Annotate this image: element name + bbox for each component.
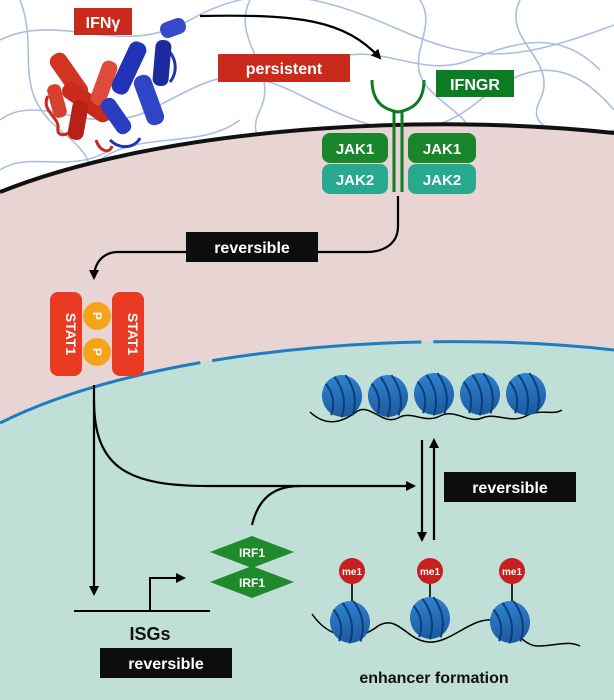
jak1-left-label: JAK1 [336,141,374,158]
ifngr-label-box [436,70,514,97]
reversible-chromatin-label: reversible [472,480,548,497]
jak2-left-label: JAK2 [336,172,374,189]
me1-label-1: me1 [342,567,362,578]
stat-to-enhancer-arrow [92,399,416,491]
me1-mark-1 [339,558,365,584]
reversible-isgs-box [100,648,232,678]
jak2-left [322,164,388,194]
phospho-top-label: P [90,312,104,320]
jak2-right [408,164,476,194]
irf1-dimer [210,536,294,598]
persistent-box [218,54,350,82]
stat1-dimer [50,292,144,376]
persistent-label: persistent [246,61,323,78]
plasma-membrane [0,122,614,194]
isgs-label: ISGs [129,624,170,644]
me1-mark-2 [417,558,443,584]
jak-to-stat-arrow [89,196,400,280]
ifn-gamma-protein [44,18,186,153]
me1-label-2: me1 [420,567,440,578]
phospho-bottom-label: P [90,348,104,356]
jak1-right [408,133,476,163]
jak2-right-label: JAK2 [423,172,461,189]
jak1-left [322,133,388,163]
jak1-right-label: JAK1 [423,141,461,158]
enhancer-formation-label: enhancer formation [359,670,508,687]
nucleosomes-open [329,596,531,644]
reversible-membrane-box [186,232,318,262]
ifngr-label: IFNGR [450,77,500,94]
ifn-gamma-label: IFNγ [86,15,121,32]
reversible-membrane-label: reversible [214,240,290,257]
irf1-top-label: IRF1 [239,546,265,560]
ifn-gamma-label-box [74,8,132,35]
me1-stalks [351,582,513,604]
isg-gene [74,573,210,612]
stat1-right-label: STAT1 [125,313,141,355]
nucleosomes-closed [321,372,547,418]
nuclear-envelope [0,340,614,425]
me1-label-3: me1 [502,567,522,578]
stat1-left-label: STAT1 [63,313,79,355]
reversible-isgs-label: reversible [128,656,204,673]
reversible-chromatin-box [444,472,576,502]
me1-mark-3 [499,558,525,584]
chromatin-fiber-top [309,408,563,423]
irf1-bottom-label: IRF1 [239,576,265,590]
ligand-binding-arrow [199,14,382,60]
irf-to-enhancer-arrow [250,484,301,526]
ifngr-receptor [370,79,426,192]
